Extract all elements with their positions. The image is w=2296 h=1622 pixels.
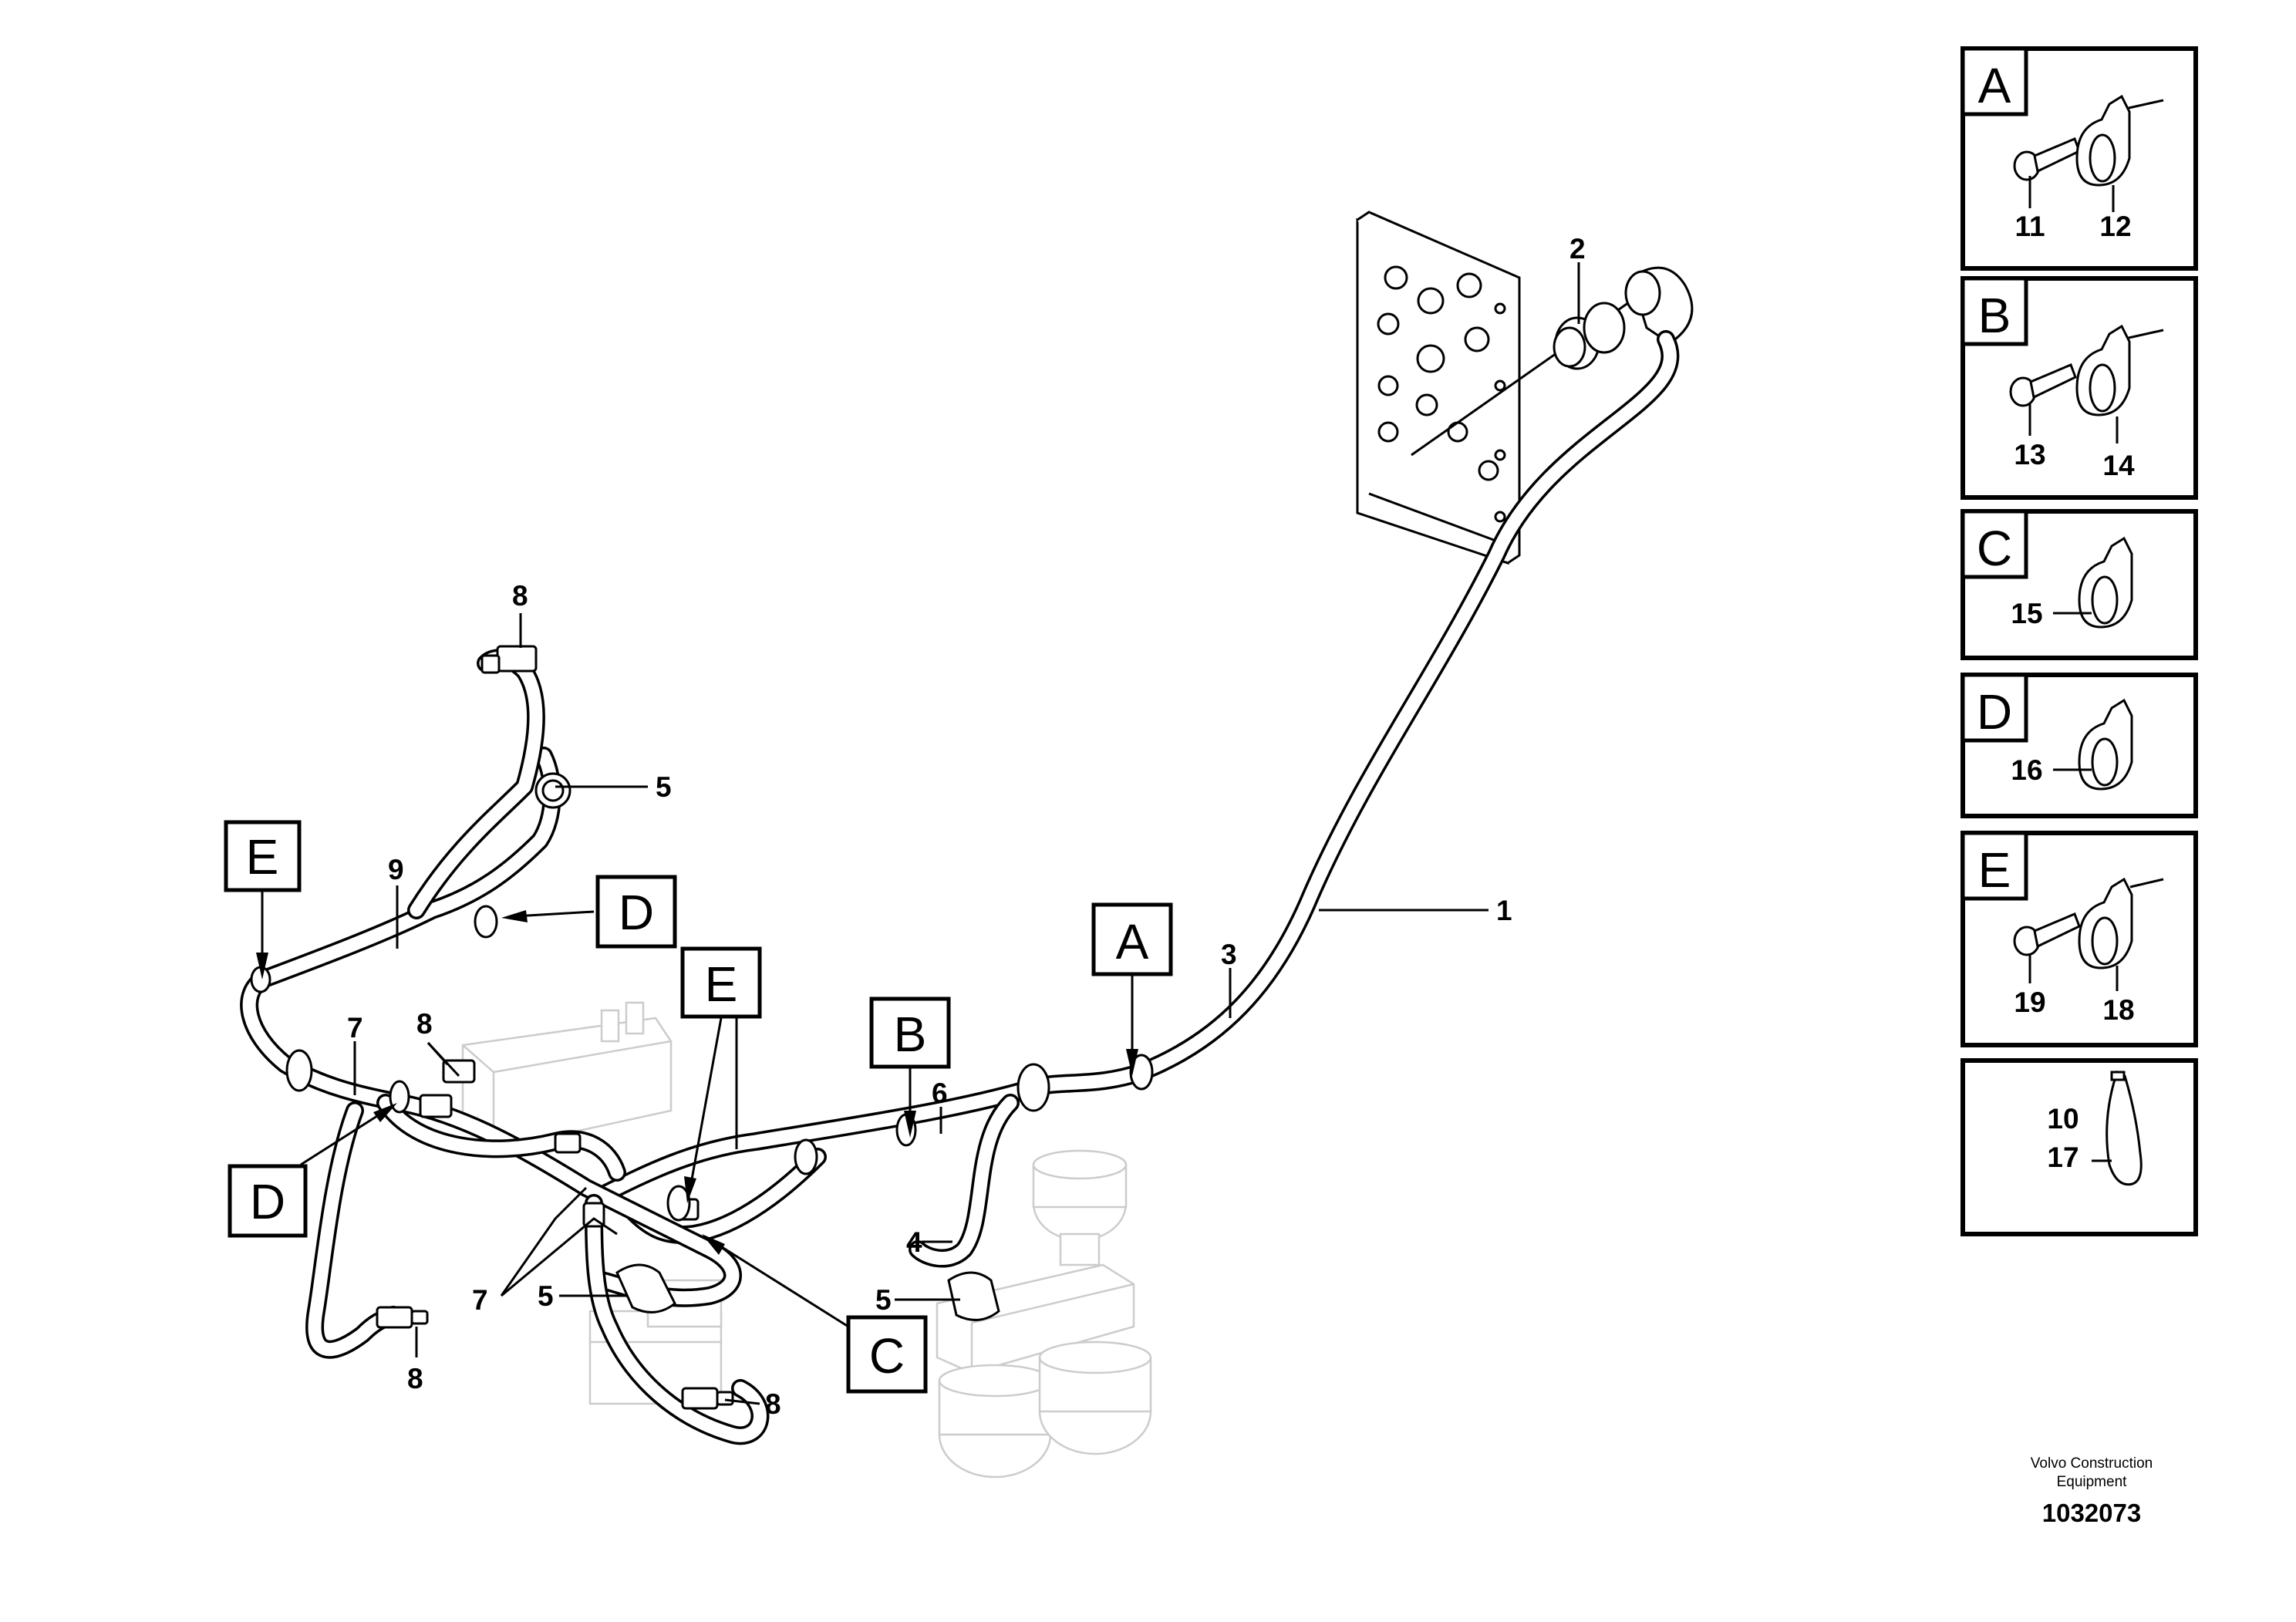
legend-item-16: 16 [2011, 754, 2042, 786]
legend-item-18: 18 [2102, 994, 2134, 1026]
clamp-tag-E: E [246, 829, 279, 885]
cable-tie-icon [2106, 1070, 2143, 1186]
item-number-7: 7 [472, 1284, 488, 1316]
clamp-tags: A B C D D E E [224, 820, 1173, 1394]
clamp-tag-C: C [869, 1328, 905, 1384]
clamp-tag-D: D [250, 1174, 285, 1229]
elbow-fitting [1624, 266, 1694, 345]
callout-leaders [353, 262, 1580, 1405]
clamp-tag-B: B [894, 1007, 927, 1062]
hose-main-3 [592, 330, 1680, 1205]
company-name-line2: Equipment [2057, 1474, 2128, 1490]
legend-letter-C: C [1977, 521, 2012, 576]
item-number-8: 8 [416, 1008, 433, 1040]
item-number-6: 6 [932, 1077, 948, 1109]
item-number-labels: 1 2 3 4 4 5 5 5 6 7 7 8 8 8 8 9 [347, 233, 1586, 1420]
drawing-number: 1032073 [2042, 1499, 2141, 1527]
grommet-part-2 [1553, 302, 1626, 370]
legend-letter-E: E [1978, 842, 2011, 898]
legend-item-11: 11 [2014, 211, 2045, 242]
footer: Volvo Construction Equipment 1032073 [2031, 1455, 2153, 1527]
legend-panel-A: A 11 12 [1961, 46, 2198, 271]
item-number-8: 8 [512, 580, 528, 612]
legend-letter-A: A [1978, 58, 2011, 113]
legend-item-15: 15 [2011, 598, 2042, 629]
legend-item-14: 14 [2102, 450, 2135, 481]
legend-item-12: 12 [2099, 211, 2131, 242]
bulkhead-plate [1356, 211, 1632, 565]
clamp-tag-D: D [619, 885, 654, 940]
legend-panel-E: E 19 18 [1961, 831, 2198, 1047]
legend-panel-C: C 15 [1961, 509, 2198, 660]
legend-letter-B: B [1978, 288, 2011, 343]
item-number-5: 5 [538, 1280, 554, 1312]
accumulator-manifold-ghost [936, 1149, 1152, 1479]
legend-item-10: 10 [2047, 1103, 2079, 1135]
legend-item-19: 19 [2014, 986, 2045, 1018]
item-number-3: 3 [1221, 939, 1237, 970]
legend-item-17: 17 [2047, 1141, 2079, 1173]
item-number-4: 4 [906, 1226, 922, 1258]
item-number-7: 7 [347, 1012, 363, 1044]
legend-item-13: 13 [2014, 439, 2045, 470]
item-number-2: 2 [1569, 233, 1586, 265]
legend-letter-D: D [1977, 684, 2012, 740]
clamp-tag-A: A [1116, 914, 1149, 969]
legend-panel-B: B 13 14 [1961, 276, 2198, 500]
item-number-5: 5 [875, 1284, 892, 1316]
company-name-line1: Volvo Construction [2031, 1455, 2153, 1472]
legend-panel-cable-tie: 10 17 [1961, 1058, 2198, 1236]
item-number-8: 8 [765, 1388, 781, 1420]
item-number-9: 9 [388, 854, 404, 885]
item-number-1: 1 [1496, 895, 1512, 926]
connector-parts [376, 645, 1000, 1410]
legend-panel-D: D 16 [1961, 673, 2198, 818]
clamp-tag-E: E [705, 956, 738, 1012]
item-number-5: 5 [656, 771, 672, 803]
clamp-tag-arrows [256, 891, 1138, 1328]
item-number-8: 8 [407, 1363, 423, 1394]
